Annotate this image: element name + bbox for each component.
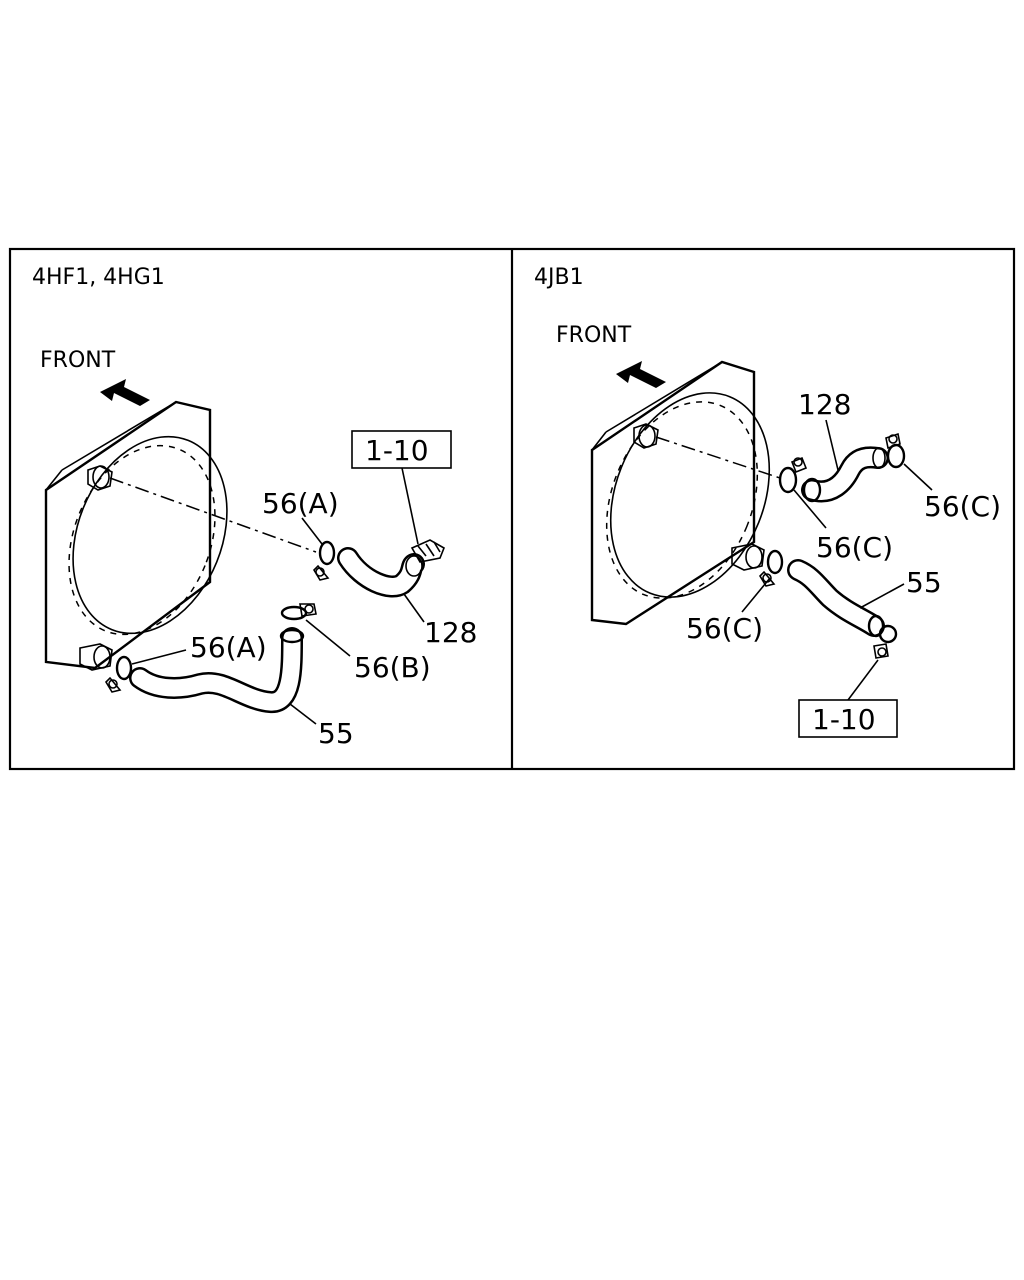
right-upper-clamp-inner-icon [778,456,808,494]
right-ref-leader [847,659,879,701]
left-lower-hose-label: 55 [318,717,354,750]
left-upper-hose-leader [403,593,425,623]
left-upper-alignment-line [109,477,317,553]
left-upper-hose-128 [337,547,425,598]
left-ref-box[interactable] [351,430,452,469]
right-lower-hose-55 [787,559,885,638]
left-lower-clamp-a-icon [104,655,133,693]
left-radiator-upper-pipe [87,465,113,491]
left-ref-box-label: 1-10 [365,434,429,467]
left-lower-hose-leader [289,703,317,725]
left-lower-clamp-b-icon [280,603,317,621]
right-lower-clamp-label: 56(C) [686,612,763,645]
left-lower-clamp-a-leader [131,649,187,665]
right-lower-clamp-leader [741,577,771,613]
right-upper-hose-leader [825,419,839,471]
right-variant-title: 4JB1 [534,265,584,290]
right-lower-hose-leader [859,583,905,609]
left-ref-leader [401,467,419,545]
right-lower-clamp-icon [758,549,784,587]
right-radiator-upper-pipe [633,423,659,449]
left-radiator-shroud [44,400,228,670]
left-upper-clamp-icon [312,540,336,581]
left-radiator-lower-pipe [79,643,113,671]
left-upper-hose-label: 128 [424,616,477,649]
left-front-label: FRONT [40,348,116,373]
right-upper-hose-label: 128 [798,388,851,421]
right-upper-clamp-outer-label: 56(C) [924,490,1001,523]
right-upper-clamp-inner-label: 56(C) [816,531,893,564]
right-ref-box-label: 1-10 [812,703,876,736]
right-upper-clamp-outer-leader [903,463,933,491]
left-lower-hose-55 [129,627,305,713]
right-radiator-lower-pipe [731,543,765,571]
left-upper-clamp-label: 56(A) [262,487,339,520]
right-panel: 4JB1 FRONT [534,265,1001,738]
right-front-arrow-icon [616,361,666,388]
left-ref-fitting-icon [410,539,446,563]
right-radiator-shroud [590,360,771,626]
left-lower-clamp-b-label: 56(B) [354,651,431,684]
left-lower-clamp-a-label: 56(A) [190,631,267,664]
right-lower-hose-label: 55 [906,566,942,599]
right-ref-clamp-icon [873,624,898,659]
left-variant-title: 4HF1, 4HG1 [32,265,165,290]
right-upper-alignment-line [655,436,781,479]
right-upper-clamp-inner-leader [793,489,827,529]
left-lower-clamp-b-leader [305,619,351,657]
right-upper-clamp-outer-icon [885,432,906,469]
left-panel: 4HF1, 4HG1 FRONT [32,265,477,750]
left-upper-clamp-leader [301,517,323,545]
left-front-arrow-icon [100,379,150,406]
right-upper-hose-128 [801,446,889,503]
right-front-label: FRONT [556,323,632,348]
